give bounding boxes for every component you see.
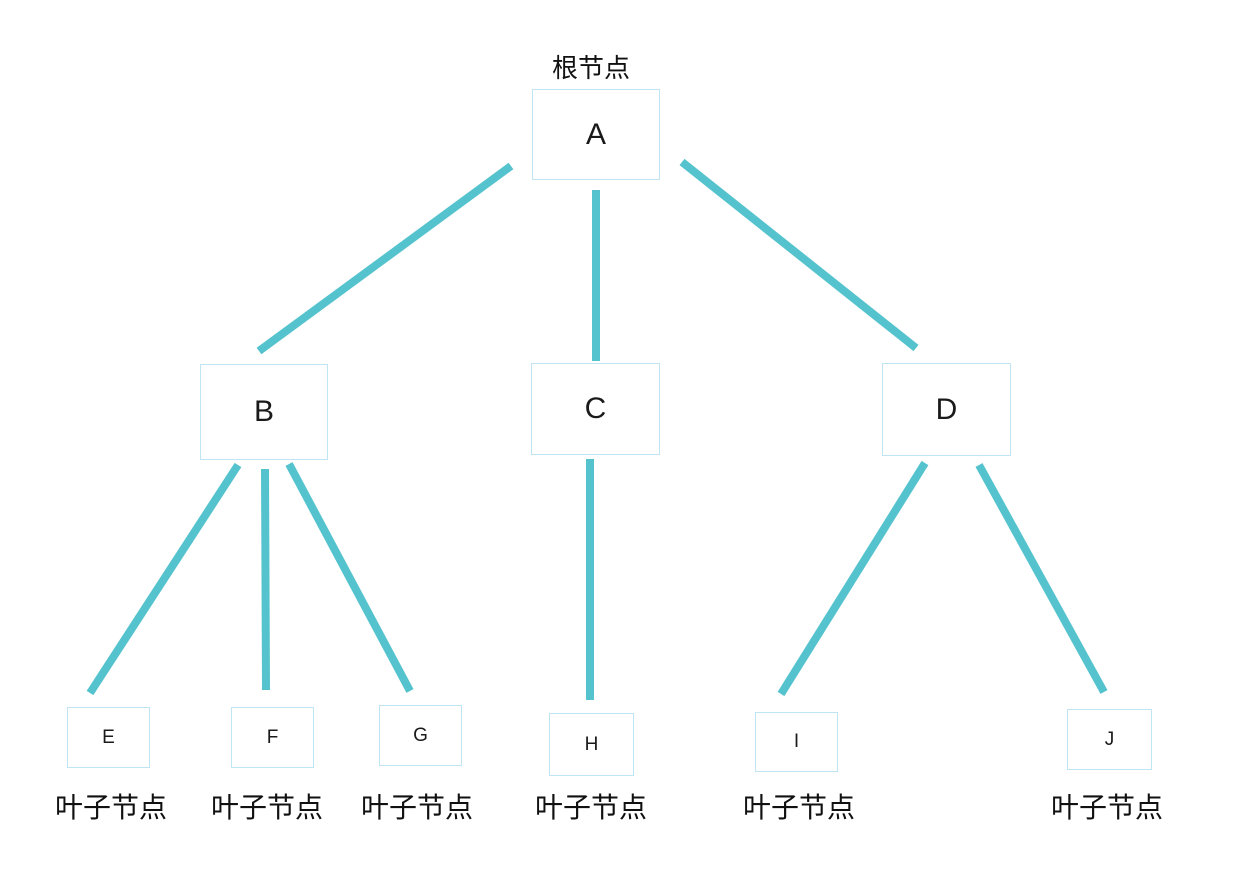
leaf-node-label-f: 叶子节点: [210, 792, 324, 823]
edge-b-f: [261, 468, 270, 691]
tree-node-f: F: [231, 707, 314, 768]
leaf-node-label-e: 叶子节点: [54, 792, 168, 823]
tree-node-a: A: [532, 89, 660, 180]
leaf-node-label-g: 叶子节点: [360, 792, 474, 823]
tree-node-j: J: [1067, 709, 1152, 770]
tree-node-d: D: [882, 363, 1011, 456]
tree-node-b: B: [200, 364, 328, 460]
tree-node-e: E: [67, 707, 150, 768]
edge-a-d: [679, 158, 919, 352]
edge-d-j: [975, 463, 1108, 694]
root-node-label: 根节点: [551, 53, 631, 83]
tree-node-h: H: [549, 713, 634, 776]
edge-b-g: [285, 462, 414, 693]
edge-d-i: [777, 460, 929, 697]
tree-node-g: G: [379, 705, 462, 766]
leaf-node-label-j: 叶子节点: [1050, 792, 1164, 823]
tree-node-c: C: [531, 363, 660, 455]
tree-node-i: I: [755, 712, 838, 772]
leaf-node-label-h: 叶子节点: [534, 792, 648, 823]
edge-b-e: [86, 462, 242, 696]
leaf-node-label-i: 叶子节点: [742, 792, 856, 823]
edge-a-b: [256, 162, 514, 355]
